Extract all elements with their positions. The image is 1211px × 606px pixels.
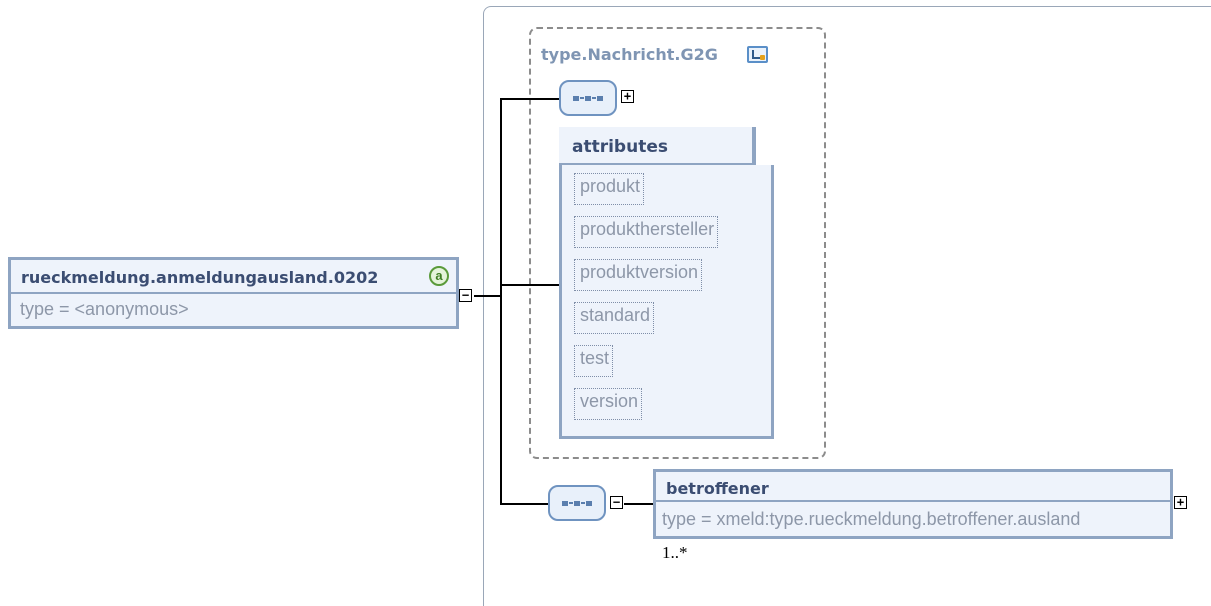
betroffener-element-name: betroffener [666,479,769,498]
root-element-type: type = <anonymous> [20,299,189,319]
attribute-version[interactable]: version [574,388,643,420]
complex-type-icon [747,46,768,63]
connector-to-betroffener [624,503,654,505]
sequence-collapse-toggle[interactable]: − [610,496,623,509]
attribute-test[interactable]: test [574,345,614,377]
attribute-produkthersteller[interactable]: produkthersteller [574,216,719,248]
betroffener-element-type: type = xmeld:type.rueckmeldung.betroffen… [662,509,1081,529]
connector-vertical-trunk [500,98,502,505]
connector-to-attributes [500,284,560,286]
root-element-name: rueckmeldung.anmeldungausland.0202 [21,268,379,287]
attributes-header [559,127,754,165]
sequence-compositor-top[interactable] [559,80,617,116]
attribute-produktversion[interactable]: produktversion [574,259,703,291]
connector-root-out [474,295,501,297]
sequence-compositor-bottom[interactable] [548,485,606,521]
occurrence-label: 1..* [662,543,688,562]
complex-type-title[interactable]: type.Nachricht.G2G [541,45,718,64]
betroffener-element-box[interactable] [653,469,1173,539]
betroffener-element-divider [656,500,1170,502]
attributes-header-tab [754,127,774,165]
betroffener-expand-toggle[interactable]: + [1174,496,1187,509]
root-collapse-toggle[interactable]: − [459,289,472,302]
attribute-standard[interactable]: standard [574,302,655,334]
attribute-produkt[interactable]: produkt [574,173,645,205]
root-element-divider [11,292,456,294]
complex-type-group [529,27,826,459]
sequence-expand-toggle[interactable]: + [621,90,634,103]
connector-to-sequence-top [500,98,560,100]
annotation-icon[interactable]: a [429,266,449,286]
type-area-frame [483,6,1211,606]
attributes-title: attributes [572,137,668,157]
connector-to-sequence-bottom [500,503,550,505]
